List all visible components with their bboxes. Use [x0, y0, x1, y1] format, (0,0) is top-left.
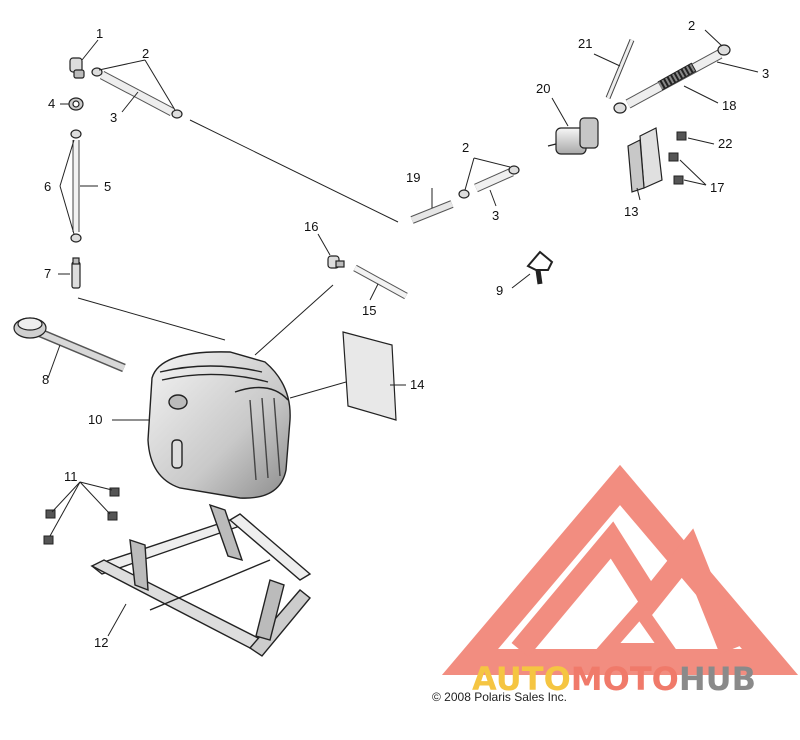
watermark-part-hub: HUB [678, 660, 757, 698]
fuel-pump-part [547, 117, 599, 155]
watermark-text: AUTOMOTOHUB [472, 660, 756, 698]
tank-fitting-part [327, 255, 345, 269]
bolt-part [43, 487, 120, 545]
callout-13: 13 [624, 204, 638, 219]
bracket-part [627, 127, 663, 193]
callout-5: 5 [104, 179, 111, 194]
callout-14: 14 [410, 377, 424, 392]
callout-12: 12 [94, 635, 108, 650]
callout-3: 3 [110, 110, 117, 125]
callout-labels: 1 2 3 4 5 6 7 8 9 10 11 12 13 14 15 16 1… [42, 18, 769, 650]
fuel-pickup-part [13, 317, 126, 373]
callout-4: 4 [48, 96, 55, 111]
clip-part [526, 250, 554, 285]
check-valve-part [71, 257, 81, 289]
fuel-hose-part [353, 264, 408, 300]
callout-18: 18 [722, 98, 736, 113]
sleeved-hose-part [613, 44, 731, 114]
callout-19: 19 [406, 170, 420, 185]
callout-2-right: 2 [688, 18, 695, 33]
callout-16: 16 [304, 219, 318, 234]
heat-shield-part [342, 331, 397, 421]
clamp-part [68, 97, 84, 111]
fuel-tank-part [147, 351, 291, 499]
watermark-part-auto: AUTO [472, 660, 571, 698]
callout-11: 11 [64, 469, 78, 484]
callout-17: 17 [710, 180, 724, 195]
watermark-part-moto: MOTO [570, 660, 679, 698]
callout-2-middle: 2 [462, 140, 469, 155]
callout-10: 10 [88, 412, 102, 427]
tank-frame-part [90, 503, 312, 657]
callout-15: 15 [362, 303, 376, 318]
callout-3-right: 3 [762, 66, 769, 81]
elbow-fitting-part [69, 57, 85, 79]
callout-7: 7 [44, 266, 51, 281]
leader-line [254, 284, 334, 356]
callout-2: 2 [142, 46, 149, 61]
callout-8: 8 [42, 372, 49, 387]
callout-20: 20 [536, 81, 550, 96]
bracket-bolt-part [668, 131, 687, 185]
leader-line [77, 297, 226, 341]
callout-1: 1 [96, 26, 103, 41]
watermark-logo [441, 464, 799, 675]
vent-rod-part [605, 39, 635, 99]
callout-3-middle: 3 [492, 208, 499, 223]
copyright-notice: © 2008 Polaris Sales Inc. [432, 690, 567, 704]
callout-6: 6 [44, 179, 51, 194]
callout-21: 21 [578, 36, 592, 51]
callout-9: 9 [496, 283, 503, 298]
vent-hose-part [70, 129, 82, 243]
callout-22: 22 [718, 136, 732, 151]
pump-outlet-part [410, 165, 520, 224]
leader-line [189, 119, 399, 223]
